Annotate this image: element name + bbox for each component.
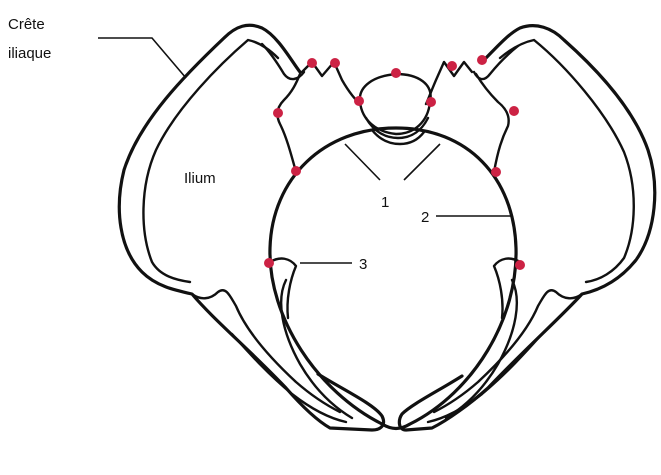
left-ischium-inner (232, 334, 346, 422)
label-1: 1 (381, 194, 389, 211)
label-crest-line2: iliaque (8, 45, 51, 62)
landmark-dot (273, 108, 283, 118)
left-ilium-inner (143, 40, 278, 282)
right-sacral-side (476, 74, 509, 172)
label-3: 3 (359, 256, 367, 273)
pelvic-inlet-oval (270, 128, 516, 429)
landmark-dot (391, 68, 401, 78)
right-ischium-inner (428, 334, 542, 422)
sacrum-top (360, 74, 431, 102)
landmark-dot (291, 166, 301, 176)
leader-1-right (404, 144, 440, 180)
right-ilium-outer (399, 26, 654, 430)
landmark-dot (307, 58, 317, 68)
landmark-dot (330, 58, 340, 68)
landmark-dot (426, 97, 436, 107)
label-crest-line1: Crête (8, 16, 45, 33)
left-sacral-side (277, 74, 300, 172)
right-hip-bone (399, 26, 654, 430)
sacrum (360, 74, 431, 144)
landmark-dot (264, 258, 274, 268)
left-hip-bone (119, 25, 383, 430)
landmark-dot (477, 55, 487, 65)
landmark-dot (515, 260, 525, 270)
left-ilium-outer (119, 25, 383, 430)
landmark-dot (447, 61, 457, 71)
label-ilium: Ilium (184, 170, 216, 187)
label-2: 2 (421, 209, 429, 226)
landmark-dot (491, 167, 501, 177)
left-sacral-notches (302, 62, 360, 104)
left-ischium (192, 290, 340, 412)
right-ilium-inner (500, 40, 634, 282)
leader-1-left (345, 144, 380, 180)
landmark-dot (509, 106, 519, 116)
crest-leader-line (98, 38, 186, 78)
landmark-dot (354, 96, 364, 106)
